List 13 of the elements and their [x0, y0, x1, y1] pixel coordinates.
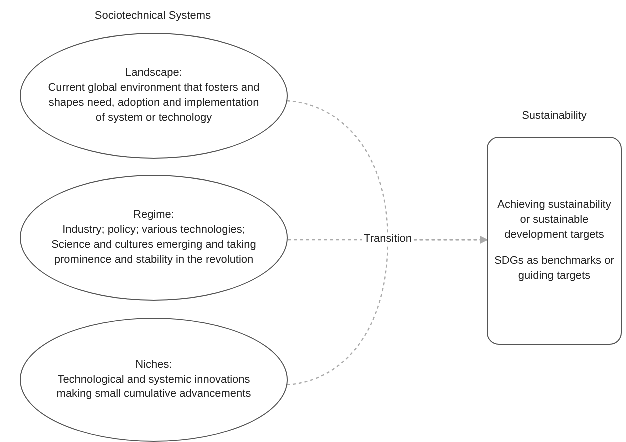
node-heading: Landscape: — [126, 66, 182, 82]
node-text: Achieving sustainability or sustainable development targets — [496, 198, 612, 242]
node-heading: Niches: — [136, 358, 172, 373]
diagram-title: Sociotechnical Systems — [94, 10, 212, 22]
node-text: Industry; policy; various technologies; Science and cultures emerging and taking prominence and stability in the revolution — [50, 223, 258, 268]
box-heading: Sustainability — [522, 110, 587, 122]
node-text: Current global environment that fosters and shapes need, adoption and implementation of system or technology — [47, 81, 261, 126]
node-text: SDGs as benchmarks or guiding targets — [494, 254, 615, 284]
node-heading: Regime: — [134, 208, 174, 224]
rounded-box — [487, 137, 622, 345]
edge-label: Transition — [362, 233, 414, 245]
node-text: Technological and systemic innovations making small cumulative advancements — [56, 372, 252, 402]
dashed-arrow — [286, 236, 488, 386]
